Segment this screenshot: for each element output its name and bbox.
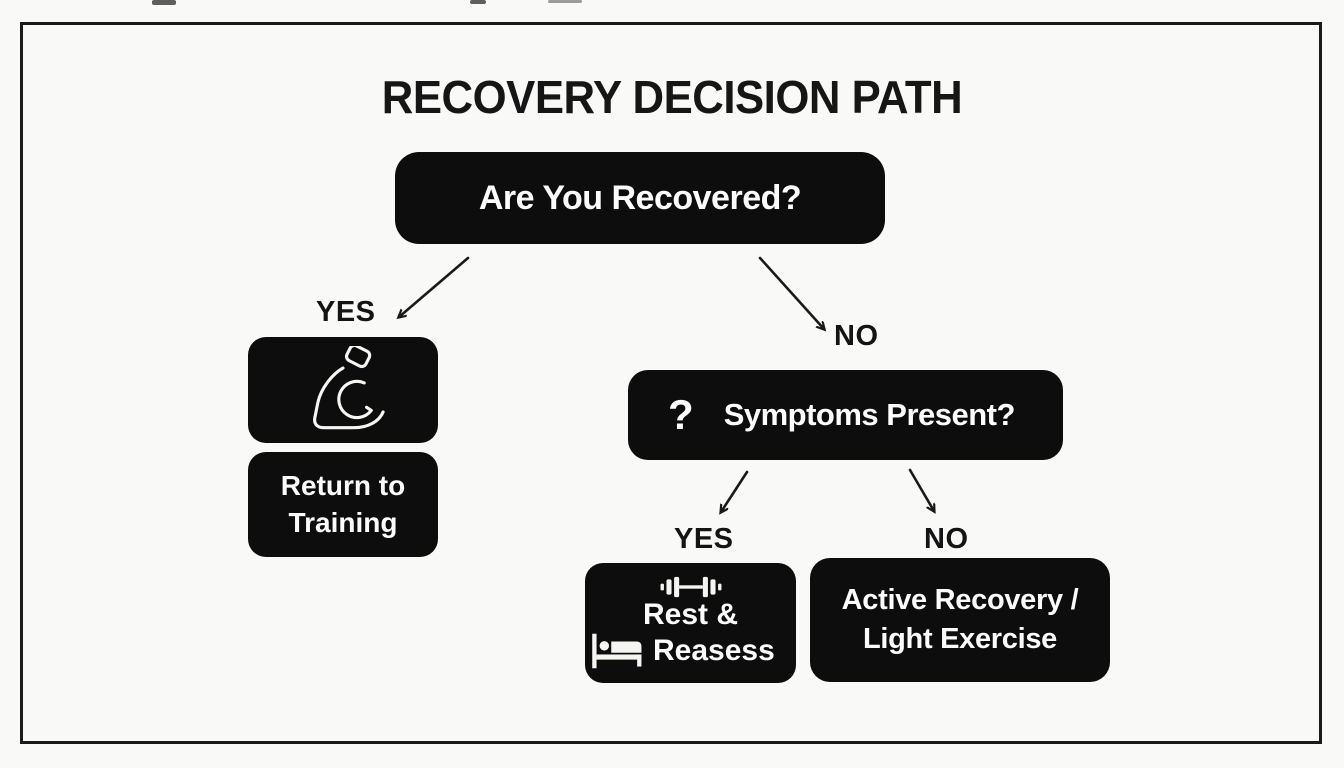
- node-label-line2: Reasess: [653, 634, 775, 667]
- page-title: RECOVERY DECISION PATH: [381, 71, 963, 123]
- arrow-root-yes: [399, 256, 470, 317]
- edge-artifact: [152, 0, 176, 5]
- branch-label-yes: YES: [674, 523, 734, 555]
- question-mark-icon: ?: [668, 391, 694, 438]
- bed-icon: [591, 632, 647, 670]
- node-symptoms-present: ? Symptoms Present?: [628, 370, 1063, 460]
- node-label: Return to Training: [280, 470, 406, 538]
- node-label-line1: Rest &: [642, 597, 739, 631]
- node-active-recovery: Active Recovery / Light Exercise: [810, 558, 1110, 682]
- node-label: Active Recovery / Light Exercise: [841, 583, 1079, 655]
- arrow-symptoms-yes: [721, 470, 749, 512]
- flexed-bicep-icon: [288, 346, 398, 434]
- node-label: Are You Recovered?: [478, 178, 802, 217]
- node-are-you-recovered: Are You Recovered?: [395, 152, 885, 244]
- arrow-root-no: [758, 256, 824, 329]
- dumbbell-icon: [660, 576, 722, 598]
- node-rest-and-reasess: Rest & Reasess: [585, 563, 796, 683]
- edge-artifact: [470, 0, 486, 4]
- node-return-to-training: Return to Training: [248, 452, 438, 557]
- node-label: Symptoms Present?: [723, 397, 1016, 432]
- node-muscle: [248, 337, 438, 443]
- branch-label-yes: YES: [316, 296, 376, 328]
- branch-label-no: NO: [924, 523, 969, 555]
- arrow-symptoms-no: [908, 468, 934, 511]
- branch-label-no: NO: [834, 320, 879, 352]
- edge-artifact: [548, 0, 582, 3]
